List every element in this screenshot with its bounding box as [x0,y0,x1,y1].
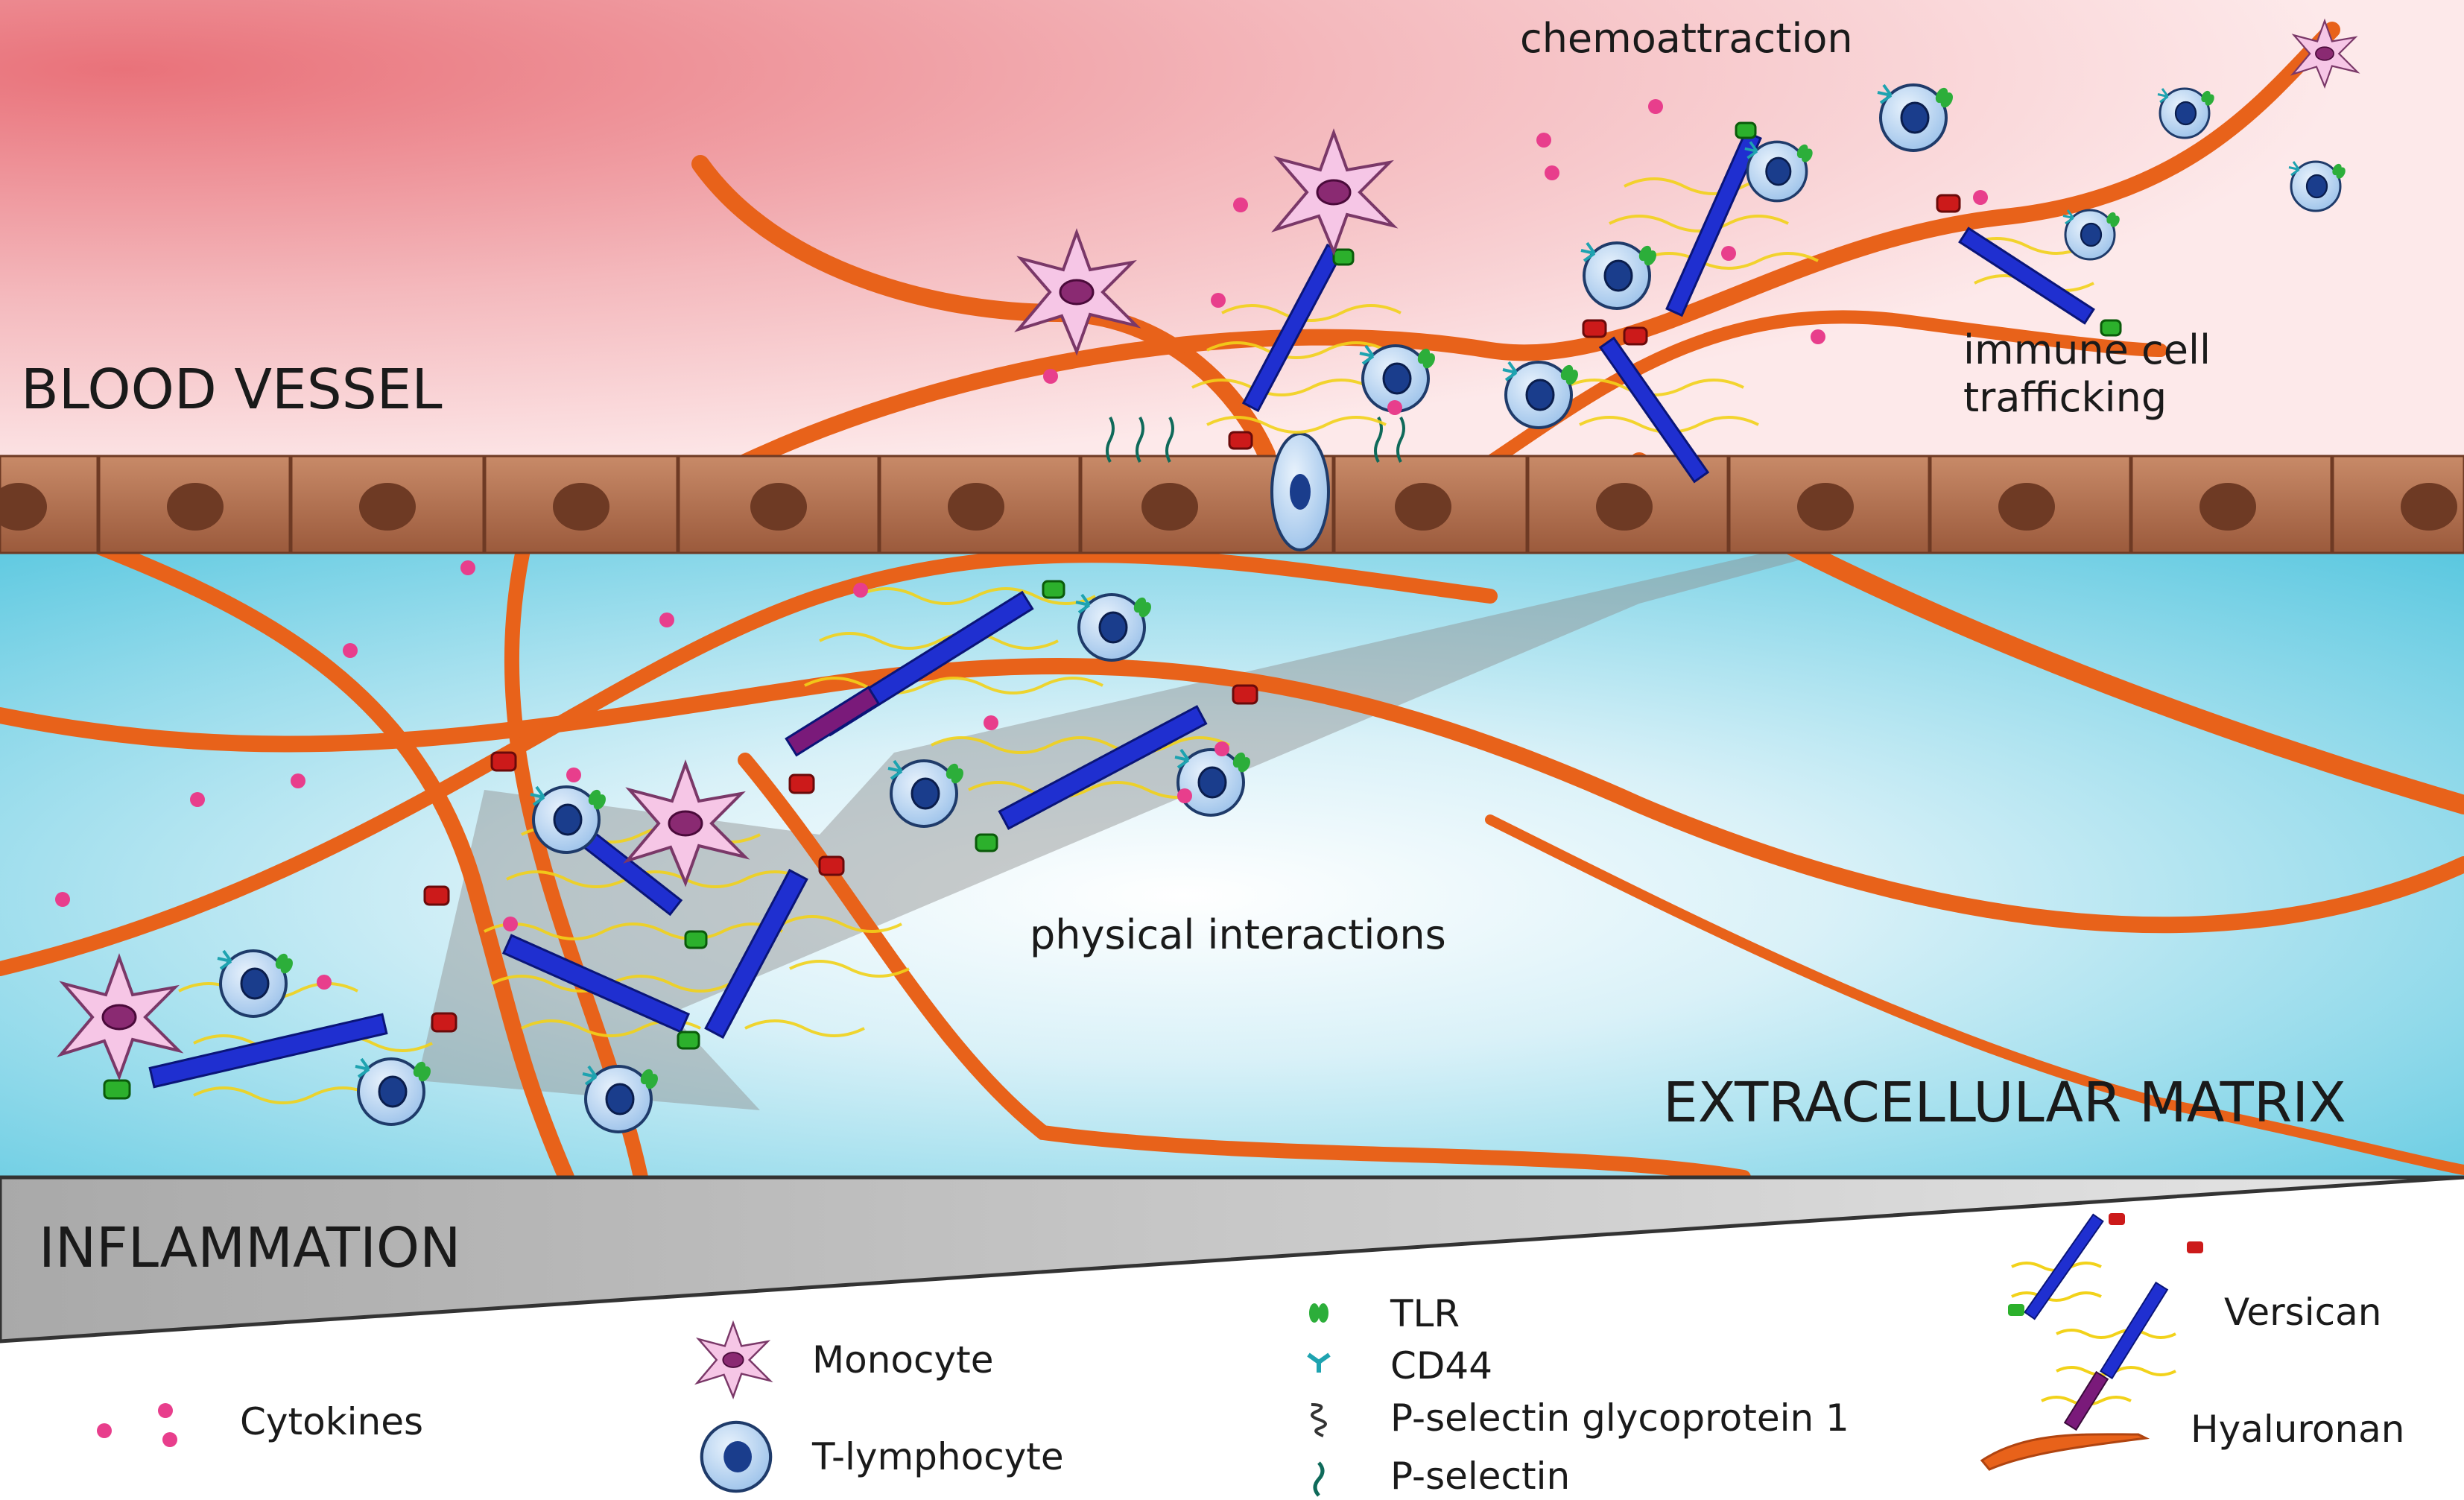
legend-cytokines-label: Cytokines [240,1400,423,1443]
p-selectin-marks [1106,417,1405,463]
legend-t-lymphocyte-label: T-lymphocyte [811,1435,1064,1478]
transmigrating-t-cell [1270,432,1330,551]
legend-versican-icon [2008,1213,2203,1449]
immune-trafficking-label-2: trafficking [1963,374,2167,421]
extracellular-matrix-label: EXTRACELLULAR MATRIX [1663,1071,2346,1135]
legend: Cytokines Monocyte T-lymphocyte TLR CD44… [97,1213,2404,1498]
legend-p-selectin-label: P-selectin [1390,1455,1570,1498]
endothelium [0,417,2464,554]
chemoattraction-label: chemoattraction [1520,15,1853,62]
legend-t-lymphocyte-icon [700,1420,773,1493]
inflammation-label: INFLAMMATION [39,1216,461,1280]
legend-hyaluronan-label: Hyaluronan [2191,1408,2404,1451]
blood-vessel-region [0,0,2464,462]
physical-interactions-label: physical interactions [1030,911,1446,958]
legend-psgl1-icon [1311,1403,1327,1437]
legend-monocyte-icon [696,1322,771,1398]
legend-cd44-icon [1307,1352,1331,1373]
legend-cd44-label: CD44 [1390,1344,1492,1387]
blood-vessel-label: BLOOD VESSEL [21,358,443,422]
immune-trafficking-label-1: immune cell [1963,326,2211,373]
inflammation-bar [0,1175,2464,1344]
legend-tlr-icon [1309,1303,1328,1323]
legend-hyaluronan-icon [1980,1433,2150,1471]
legend-tlr-label: TLR [1390,1292,1460,1335]
legend-psgl1-label: P-selectin glycoprotein 1 [1390,1396,1849,1440]
legend-versican-label: Versican [2224,1291,2381,1334]
legend-p-selectin-icon [1313,1461,1325,1497]
interaction-arrow [417,462,2161,1110]
legend-cytokines-icon [97,1403,177,1447]
legend-monocyte-label: Monocyte [812,1338,993,1382]
